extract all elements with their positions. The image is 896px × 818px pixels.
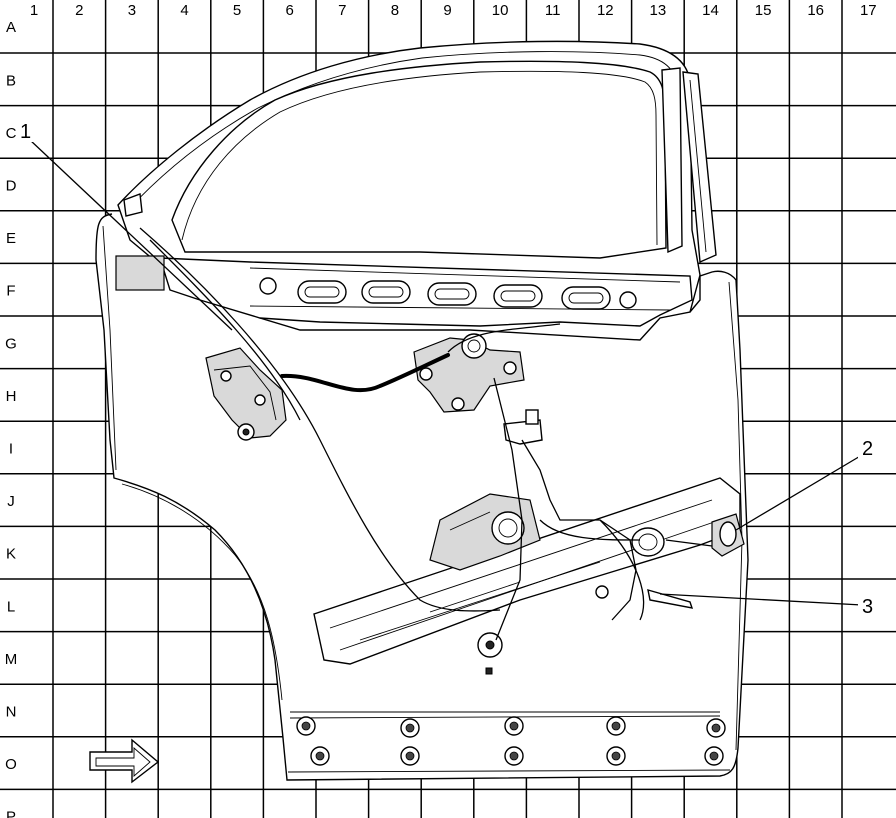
grommet-center [315, 751, 325, 761]
grid-row-label: L [7, 598, 15, 615]
electrical-connector-3 [595, 585, 694, 609]
grid-row-label: E [6, 230, 16, 247]
grid-row-label: N [6, 704, 17, 721]
grommet-row [296, 716, 726, 766]
mounting-bracket [503, 409, 543, 445]
beltline-oval-inner [304, 286, 340, 298]
wiring-harness [139, 227, 713, 641]
grid-row-label: F [6, 283, 15, 300]
grid-column-label: 17 [860, 2, 877, 19]
callout-3-bg [858, 592, 878, 616]
lower-reinforcement [287, 711, 731, 773]
grid-column-label: 3 [128, 2, 136, 19]
beltline-oval-hole [561, 286, 611, 310]
grid-row-label: A [6, 19, 16, 36]
beltline-reinforcement [115, 255, 693, 327]
grid-row-label: K [6, 546, 16, 563]
grommet-center [405, 751, 415, 761]
grid-row-labels: A B C D E F G H I J K L M N O P [5, 19, 18, 818]
beltline-oval-inner [568, 292, 604, 304]
beltline-oval-hole [361, 280, 411, 304]
grid-row-label: P [6, 809, 16, 818]
grid-row-label: M [5, 651, 18, 668]
grommet-center [301, 721, 311, 731]
grid-row-label: J [7, 493, 15, 510]
callout-1-bg [18, 118, 38, 142]
grommet-center [711, 723, 721, 733]
electrical-connector-2 [711, 513, 745, 557]
callout-leaders [29, 139, 863, 606]
grid-row-label: G [5, 335, 17, 352]
callout-1-label: 1 [20, 121, 31, 143]
grid-column-label: 13 [650, 2, 667, 19]
grid-row-label: H [6, 388, 17, 405]
grid-column-label: 14 [702, 2, 719, 19]
grid-column-label: 1 [30, 2, 38, 19]
beltline-holes [259, 277, 637, 310]
beltline-oval-inner [500, 290, 536, 302]
grid-column-label: 9 [443, 2, 451, 19]
beltline-oval-hole [493, 284, 543, 308]
grid-column-label: 5 [233, 2, 241, 19]
grommet-center [709, 751, 719, 761]
grid-column-label: 10 [492, 2, 509, 19]
callout-2-label: 2 [862, 438, 873, 460]
grommet-center [509, 721, 519, 731]
grid-row-label: B [6, 72, 16, 89]
grid-column-label: 12 [597, 2, 614, 19]
grid-column-label: 4 [180, 2, 188, 19]
grid-column-label: 6 [286, 2, 294, 19]
grid-column-label: 15 [755, 2, 772, 19]
grid-column-label: 16 [807, 2, 824, 19]
beltline-oval-hole [427, 282, 477, 306]
grid-row-label: O [5, 756, 17, 773]
grommet-center [611, 721, 621, 731]
regulator-motor [429, 493, 541, 571]
callout-2-bg [858, 434, 878, 458]
speaker-grommet [631, 527, 665, 557]
grid-row-label: C [6, 125, 17, 142]
grid-column-label: 2 [75, 2, 83, 19]
beltline-oval-hole [297, 280, 347, 304]
grommet-center [611, 751, 621, 761]
grid-row-label: I [9, 441, 13, 458]
grid-column-label: 8 [391, 2, 399, 19]
grid-column-label: 11 [545, 2, 561, 19]
grid-column-label: 7 [338, 2, 346, 19]
door-shell [95, 213, 749, 781]
beltline-round-hole [259, 277, 277, 295]
forward-direction-arrow [89, 738, 160, 784]
beltline-round-hole [619, 291, 637, 309]
grommet-center [509, 751, 519, 761]
callout-3-label: 3 [862, 596, 873, 618]
beltline-oval-inner [368, 286, 404, 298]
door-latch-assembly [205, 347, 287, 441]
grid-row-label: D [6, 178, 17, 195]
beltline-oval-inner [434, 288, 470, 300]
grommet-center [405, 723, 415, 733]
